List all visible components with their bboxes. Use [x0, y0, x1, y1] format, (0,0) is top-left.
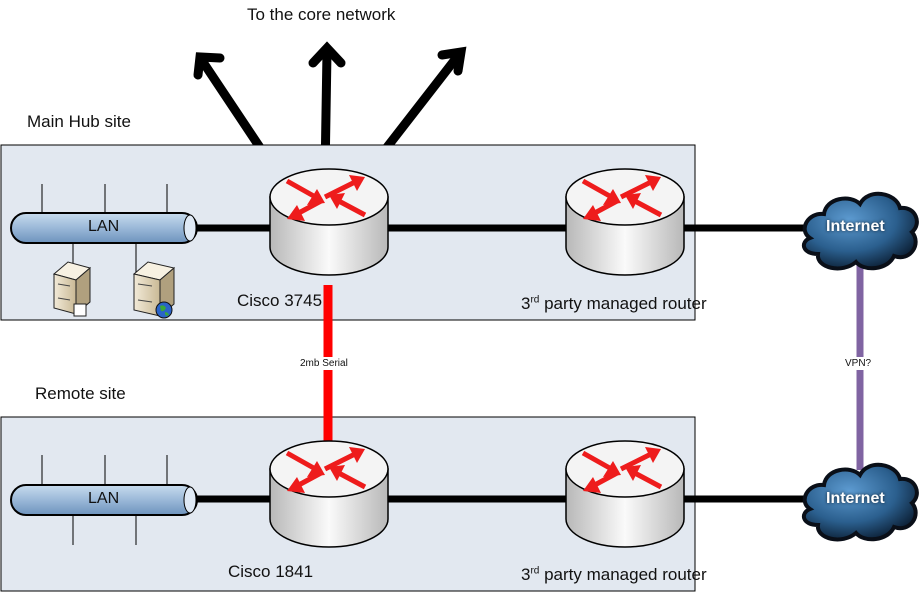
serial-link-label: 2mb Serial: [300, 357, 348, 370]
hub-isp-router-icon: [566, 169, 684, 275]
main-hub-site-title: Main Hub site: [27, 112, 131, 131]
hub-lan-segment: [10, 212, 198, 244]
isp-router-prefix: 3: [521, 565, 531, 584]
arrowhead-right: [437, 46, 467, 76]
isp-router-prefix: 3: [521, 294, 531, 313]
remote-site-title: Remote site: [35, 384, 126, 403]
cisco-3745-label: Cisco 3745: [237, 291, 323, 310]
arrowhead-left: [193, 52, 225, 80]
remote-internet-label: Internet: [826, 490, 885, 507]
core-network-label: To the core network: [247, 5, 396, 24]
cisco-1841-router-icon: [270, 441, 388, 547]
isp-router-suffix: party managed router: [539, 565, 707, 584]
web-server-icon: [132, 261, 176, 319]
hub-isp-router-label: 3rd party managed router: [521, 294, 707, 314]
isp-router-suffix: party managed router: [539, 294, 707, 313]
hub-internet-label: Internet: [826, 218, 885, 235]
isp-router-sup: rd: [530, 565, 540, 577]
remote-lan-segment: [10, 484, 198, 516]
isp-router-sup: rd: [530, 294, 540, 306]
remote-lan-drops: [41, 455, 168, 545]
remote-isp-router-icon: [566, 441, 684, 547]
remote-lan-label: LAN: [88, 490, 120, 507]
remote-isp-router-label: 3rd party managed router: [521, 565, 707, 585]
file-server-icon: [52, 261, 92, 317]
cisco-3745-router-icon: [270, 169, 388, 275]
vpn-link-label: VPN?: [845, 357, 872, 370]
hub-lan-drops: [41, 184, 168, 272]
cisco-1841-label: Cisco 1841: [228, 562, 314, 581]
arrowhead-center: [308, 41, 346, 68]
hub-lan-label: LAN: [88, 218, 120, 235]
